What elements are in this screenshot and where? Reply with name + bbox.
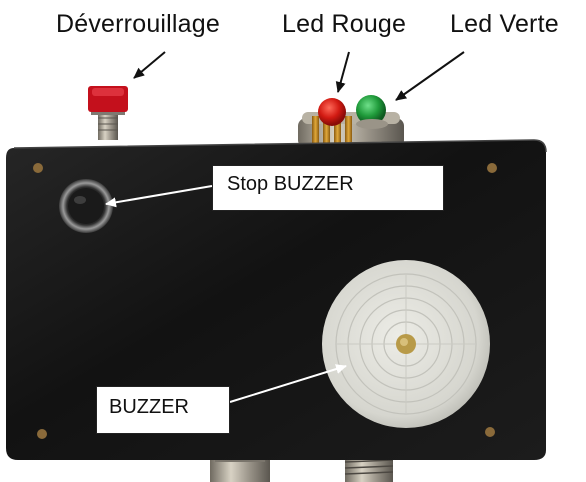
arrow-red-led [335, 51, 350, 93]
arrow-stop-buzzer [105, 185, 213, 208]
label-unlock: Déverrouillage [56, 10, 220, 38]
arrow-buzzer [229, 364, 347, 403]
arrow-green-led [395, 51, 465, 101]
label-red-led: Led Rouge [282, 10, 407, 38]
stop-buzzer-button [59, 179, 113, 233]
arrow-unlock [133, 51, 166, 79]
corner-screws [33, 163, 497, 439]
unlock-button [88, 86, 128, 140]
label-stop-buzzer: Stop BUZZER [212, 165, 444, 211]
annotation-arrows [105, 51, 465, 403]
green-led [356, 95, 386, 125]
buzzer [322, 260, 490, 428]
label-buzzer: BUZZER [96, 386, 230, 434]
red-led [318, 98, 346, 126]
label-green-led: Led Verte [450, 10, 559, 38]
led-pins [312, 116, 352, 146]
led-assembly [298, 95, 404, 148]
